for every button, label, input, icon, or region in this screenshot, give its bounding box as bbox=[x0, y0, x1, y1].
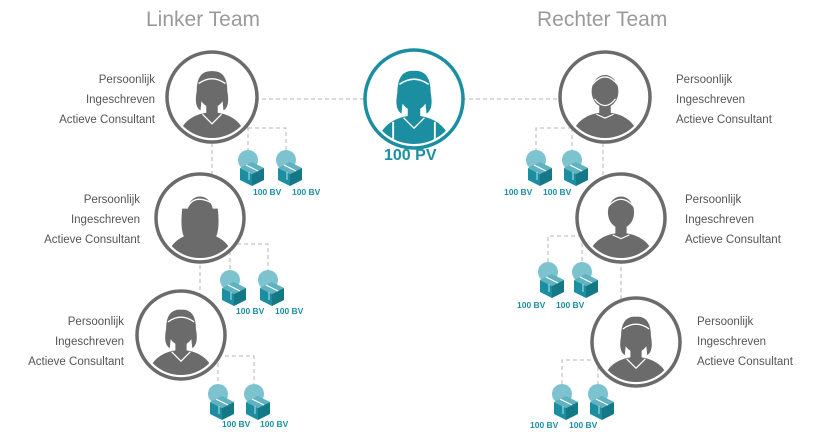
center-pv-label: 100 PV bbox=[384, 147, 437, 164]
left-consultant-2-label: Persoonlijk Ingeschreven Actieve Consult… bbox=[44, 190, 140, 250]
label-line-3: Actieve Consultant bbox=[59, 114, 155, 126]
bv-label: 100 BV bbox=[504, 187, 533, 197]
label-line-1: Persoonlijk bbox=[685, 194, 742, 206]
bv-node-10 bbox=[572, 262, 599, 299]
bv-label: 100 BV bbox=[236, 306, 265, 316]
bv-label: 100 BV bbox=[222, 419, 251, 429]
right-consultant-1-avatar bbox=[558, 50, 652, 144]
bv-node-9 bbox=[538, 262, 565, 299]
label-line-2: Ingeschreven bbox=[85, 94, 155, 106]
bv-label: 100 BV bbox=[556, 300, 585, 310]
bv-label: 100 BV bbox=[530, 420, 559, 430]
label-line-1: Persoonlijk bbox=[98, 74, 155, 86]
label-line-3: Actieve Consultant bbox=[44, 234, 140, 246]
label-line-3: Actieve Consultant bbox=[685, 234, 781, 246]
right-consultant-2-avatar bbox=[575, 172, 667, 264]
bv-node-3 bbox=[220, 270, 247, 307]
left-consultant-1-label: Persoonlijk Ingeschreven Actieve Consult… bbox=[59, 70, 155, 130]
center-consultant-avatar bbox=[363, 48, 465, 150]
left-consultant-2-avatar bbox=[154, 172, 246, 264]
left-consultant-1-avatar bbox=[165, 50, 259, 144]
bv-label: 100 BV bbox=[517, 300, 546, 310]
label-line-2: Ingeschreven bbox=[70, 214, 140, 226]
label-line-2: Ingeschreven bbox=[54, 336, 124, 348]
label-line-1: Persoonlijk bbox=[697, 316, 754, 328]
bv-label: 100 BV bbox=[543, 187, 572, 197]
bv-node-5 bbox=[208, 384, 235, 421]
label-line-2: Ingeschreven bbox=[697, 336, 767, 348]
bv-node-11 bbox=[552, 384, 579, 421]
label-line-3: Actieve Consultant bbox=[697, 356, 793, 368]
bv-node-1 bbox=[238, 150, 265, 187]
bv-label: 100 BV bbox=[292, 187, 321, 197]
label-line-1: Persoonlijk bbox=[676, 74, 733, 86]
bv-label: 100 BV bbox=[260, 419, 289, 429]
label-line-2: Ingeschreven bbox=[676, 94, 746, 106]
bv-node-6 bbox=[244, 384, 271, 421]
label-line-1: Persoonlijk bbox=[67, 316, 124, 328]
bv-node-12 bbox=[588, 384, 615, 421]
right-team-title: Rechter Team bbox=[537, 8, 668, 31]
right-consultant-1-label: Persoonlijk Ingeschreven Actieve Consult… bbox=[676, 70, 772, 130]
label-line-3: Actieve Consultant bbox=[676, 114, 772, 126]
bv-label: 100 BV bbox=[253, 187, 282, 197]
right-consultant-3-avatar bbox=[590, 296, 682, 388]
label-line-3: Actieve Consultant bbox=[28, 356, 124, 368]
left-consultant-3-avatar bbox=[135, 289, 227, 381]
bv-node-2 bbox=[276, 150, 303, 187]
label-line-1: Persoonlijk bbox=[83, 194, 140, 206]
bv-node-4 bbox=[258, 270, 285, 307]
label-line-2: Ingeschreven bbox=[685, 214, 755, 226]
bv-node-8 bbox=[562, 150, 589, 187]
bv-node-7 bbox=[526, 150, 553, 187]
bv-label: 100 BV bbox=[569, 420, 598, 430]
bv-label: 100 BV bbox=[275, 306, 304, 316]
left-consultant-3-label: Persoonlijk Ingeschreven Actieve Consult… bbox=[28, 312, 124, 372]
right-consultant-2-label: Persoonlijk Ingeschreven Actieve Consult… bbox=[685, 190, 781, 250]
left-team-title: Linker Team bbox=[146, 8, 261, 31]
right-consultant-3-label: Persoonlijk Ingeschreven Actieve Consult… bbox=[697, 312, 793, 372]
